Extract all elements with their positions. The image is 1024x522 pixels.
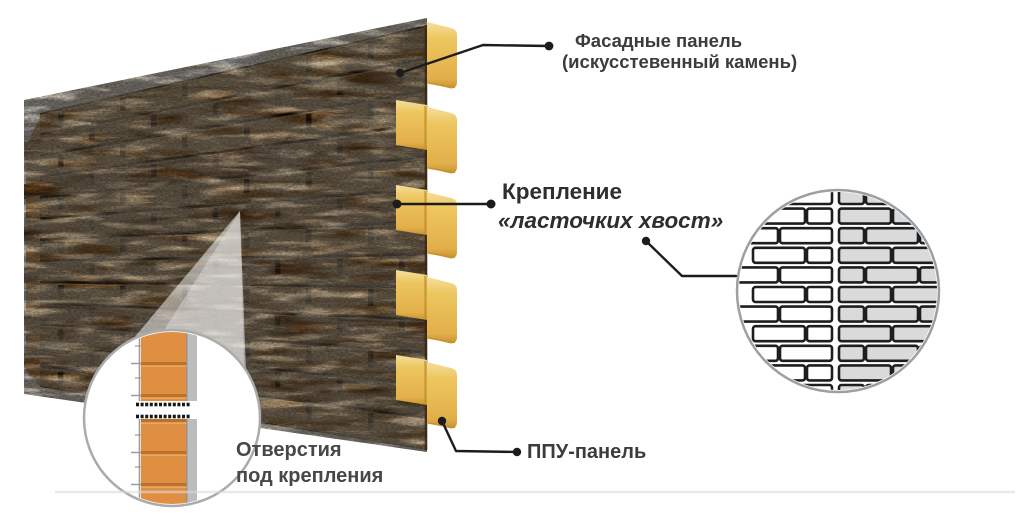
facade-panels-label: Фасадные панель (искусстевенный камень): [562, 30, 797, 72]
ppu-panel-label: ППУ-панель: [527, 441, 647, 463]
dovetail-fastening-label-line1: Крепление: [502, 179, 623, 204]
facade-panels-label-line1: Фасадные панель: [575, 30, 743, 51]
facade-panels-label-line2: (искусстевенный камень): [562, 51, 798, 72]
holes-detail-circle: [82, 328, 262, 508]
fastening-holes-label-line2: под крепления: [236, 465, 384, 487]
dovetail-fastening-label: Крепление «ласточких хвост»: [498, 177, 723, 235]
fastening-holes-label: Отверстия под крепления: [236, 437, 383, 489]
foam-panels-right-edge: [396, 22, 457, 450]
dovetail-fastening-label-line2: «ласточких хвост»: [498, 208, 724, 233]
leader-lines: [392, 41, 738, 457]
fastening-holes-label-line1: Отверстия: [236, 439, 342, 461]
dovetail-detail-circle: [735, 188, 941, 394]
